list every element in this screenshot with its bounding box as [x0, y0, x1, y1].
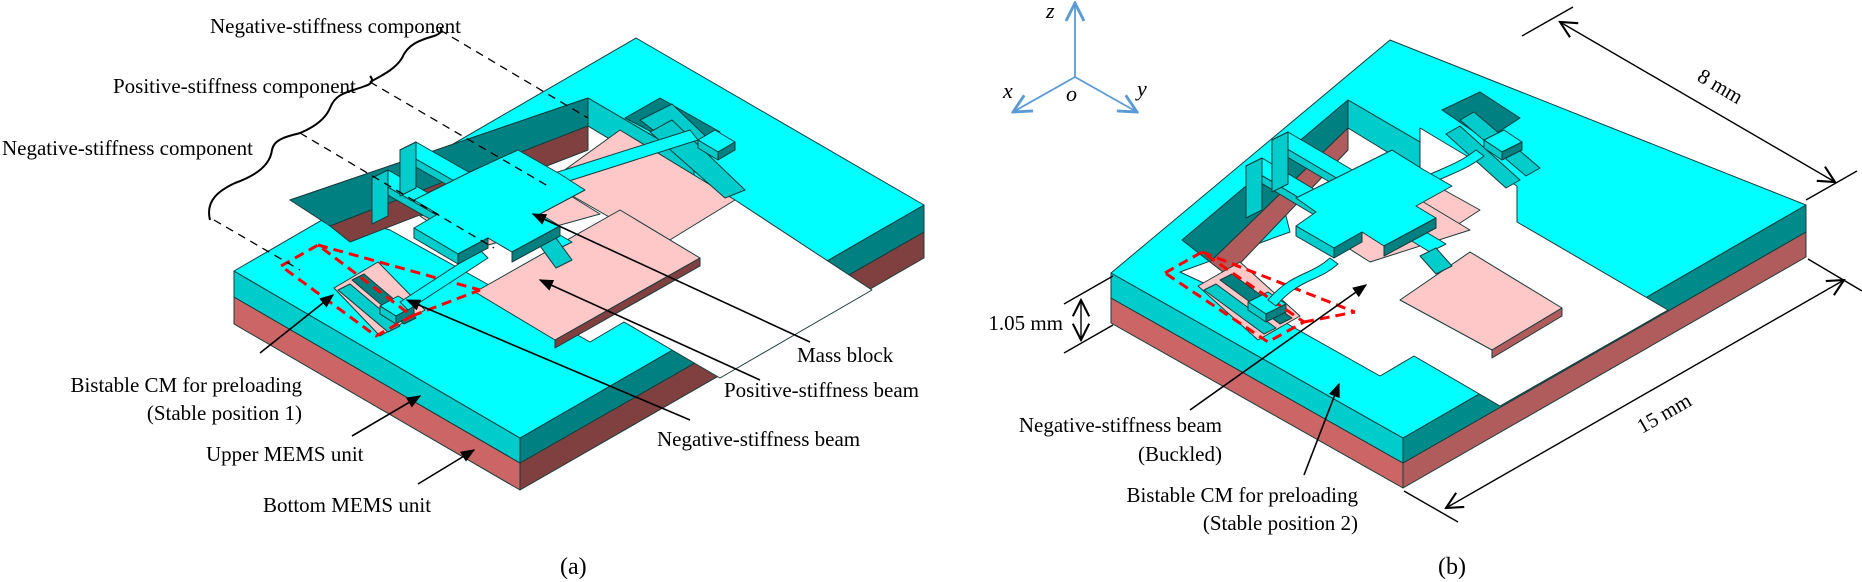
labels-a: Negative-stiffness component Positive-st… — [2, 14, 919, 580]
brace-negative-top — [369, 27, 443, 83]
dimension-label-width: 8 mm — [1693, 64, 1747, 109]
labels-b: Negative-stiffness beam (Buckled) Bistab… — [1019, 413, 1466, 580]
arrow-bottom-unit-a — [417, 449, 476, 485]
label-positive-stiffness-beam: Positive-stiffness beam — [724, 378, 919, 402]
caption-a: (a) — [560, 554, 587, 580]
axis-label-y: y — [1135, 76, 1147, 101]
panel-a-device: Negative-stiffness component Positive-st… — [2, 14, 925, 580]
arrow-neg-beam-b — [1189, 284, 1368, 411]
x-axis — [1013, 76, 1076, 112]
pointer-arrows-a — [259, 213, 811, 485]
label-bottom-mems-unit: Bottom MEMS unit — [263, 493, 431, 517]
label-bistable-b-line1: Bistable CM for preloading — [1126, 483, 1358, 507]
label-bistable-b-line2: (Stable position 2) — [1203, 511, 1358, 535]
label-bistable-a-line2: (Stable position 1) — [147, 401, 302, 425]
coordinate-axes — [1013, 3, 1137, 112]
label-positive-component: Positive-stiffness component — [113, 74, 356, 98]
label-negative-component-left: Negative-stiffness component — [2, 136, 253, 160]
label-negative-component-top: Negative-stiffness component — [210, 14, 461, 38]
dimension-label-thickness: 1.05 mm — [988, 311, 1063, 335]
label-upper-mems-unit: Upper MEMS unit — [206, 442, 364, 466]
arrow-upper-unit-a — [351, 395, 422, 437]
axis-label-z: z — [1045, 0, 1055, 23]
arrow-neg-beam-a — [405, 299, 691, 421]
bistable-cm-b — [1164, 250, 1356, 344]
buckled-beam-lower — [1267, 257, 1339, 307]
caption-b: (b) — [1438, 554, 1466, 580]
component-guides-a — [208, 27, 589, 271]
label-mass-block: Mass block — [797, 343, 894, 367]
arrow-pos-beam-a — [538, 279, 761, 381]
pointer-arrows-b — [1189, 284, 1368, 476]
arrow-bistable-b — [1303, 382, 1340, 476]
arrow-bistable-a — [259, 294, 335, 354]
axis-label-x: x — [1002, 78, 1013, 103]
panel-b-device: 8 mm 15 mm 1.05 mm Negative-stiffness be… — [988, 6, 1862, 580]
bistable-cm-a — [280, 243, 481, 338]
label-negative-stiffness-beam: Negative-stiffness beam — [657, 427, 860, 451]
mass-block-b — [1245, 131, 1485, 307]
y-axis — [1074, 76, 1137, 112]
label-bistable-a-line1: Bistable CM for preloading — [70, 373, 302, 397]
axis-label-origin: o — [1066, 81, 1077, 106]
label-neg-beam-b-line1: Negative-stiffness beam — [1019, 413, 1222, 437]
label-neg-beam-b-line2: (Buckled) — [1138, 442, 1222, 466]
arrow-mass-block-a — [531, 213, 811, 343]
brace-negative-left — [208, 132, 301, 221]
dimension-15mm — [1403, 258, 1862, 523]
dimension-8mm — [1521, 6, 1858, 201]
dimension-thickness — [1063, 275, 1114, 354]
